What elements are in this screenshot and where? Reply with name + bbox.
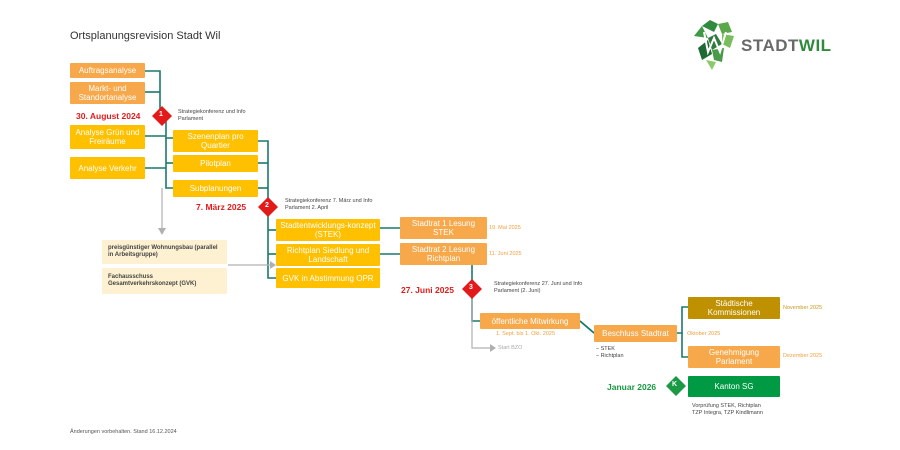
analyse-verkehr-box[interactable]: Analyse Verkehr	[70, 157, 145, 179]
start-bzo-label: Start BZO	[498, 345, 523, 351]
logo-text: STADTWIL	[741, 36, 832, 55]
szenenplan-box[interactable]: Szenenplan pro Quartier	[173, 130, 258, 152]
fachausschuss-info-box: Fachausschuss Gesamtverkehrskonzept (GVK…	[102, 268, 227, 294]
genehmigung-date: Dezember 2025	[783, 353, 823, 359]
genehmigung-parlament-box[interactable]: Genehmigung Parlament	[688, 346, 780, 368]
beschluss-date: Oktober 2025	[687, 331, 721, 337]
beschluss-stek-item: – STEK	[596, 346, 615, 352]
stadtrat-2-date: 11. Juni 2025	[489, 251, 522, 257]
analyse-gruen-box[interactable]: Analyse Grün und Freiräume	[70, 125, 145, 149]
markt-standortanalyse-box[interactable]: Markt- und Standortanalyse	[70, 82, 145, 104]
auftragsanalyse-box[interactable]: Auftragsanalyse	[70, 63, 145, 78]
milestone-2-note: Strategiekonferenz 7. März und Info Parl…	[285, 198, 373, 211]
milestone-3-number: 3	[469, 284, 473, 291]
stek-box[interactable]: Stadtentwicklungs-konzept (STEK)	[276, 219, 380, 241]
kanton-sg-box[interactable]: Kanton SG	[688, 376, 780, 397]
staedtische-kommissionen-box[interactable]: Städtische Kommissionen	[688, 297, 780, 319]
footer-note: Änderungen vorbehalten. Stand 16.12.2024	[70, 429, 177, 435]
kanton-note-2: TZP Integra, TZP Kindlimann	[692, 410, 763, 416]
subplanungen-box[interactable]: Subplanungen	[173, 180, 258, 197]
wohnungsbau-info-box: preisgünstiger Wohnungsbau (parallel in …	[102, 240, 227, 264]
milestone-3-date: 27. Juni 2025	[401, 285, 454, 295]
kanton-note-1: Vorprüfung STEK, Richtplan	[692, 403, 761, 409]
stadtrat-1-box[interactable]: Stadtrat 1 Lesung STEK	[400, 217, 487, 239]
milestone-2-number: 2	[265, 202, 269, 209]
milestone-3-note: Strategiekonferenz 27. Juni und Info Par…	[494, 281, 583, 294]
milestone-1-date: 30. August 2024	[76, 111, 141, 121]
stadtrat-1-date: 19. Mai 2025	[489, 225, 521, 231]
milestone-1-note: Strategiekonferenz und Info Parlament	[178, 109, 246, 122]
milestone-1-number: 1	[159, 111, 163, 118]
beschluss-richtplan-item: – Richtplan	[596, 353, 624, 359]
milestone-2-date: 7. März 2025	[196, 202, 247, 212]
milestone-k-letter: K	[672, 381, 678, 388]
oeffentliche-mitwirkung-box[interactable]: öffentliche Mitwirkung	[480, 313, 580, 329]
gvk-box[interactable]: GVK in Abstimmung OPR	[276, 268, 380, 288]
milestone-diamonds	[152, 106, 686, 396]
richtplan-box[interactable]: Richtplan Siedlung und Landschaft	[276, 244, 380, 266]
stadt-wil-logo-icon	[694, 20, 734, 70]
beschluss-stadtrat-box[interactable]: Beschluss Stadtrat	[594, 325, 677, 342]
mitwirkung-date: 1. Sept. bis 1. Okt. 2025	[496, 331, 556, 337]
stadtrat-2-box[interactable]: Stadtrat 2 Lesung Richtplan	[400, 243, 487, 265]
pilotplan-box[interactable]: Pilotplan	[173, 155, 258, 172]
kommissionen-date: November 2025	[783, 305, 823, 311]
page-title: Ortsplanungsrevision Stadt Wil	[70, 30, 221, 42]
milestone-k-date: Januar 2026	[607, 382, 657, 392]
